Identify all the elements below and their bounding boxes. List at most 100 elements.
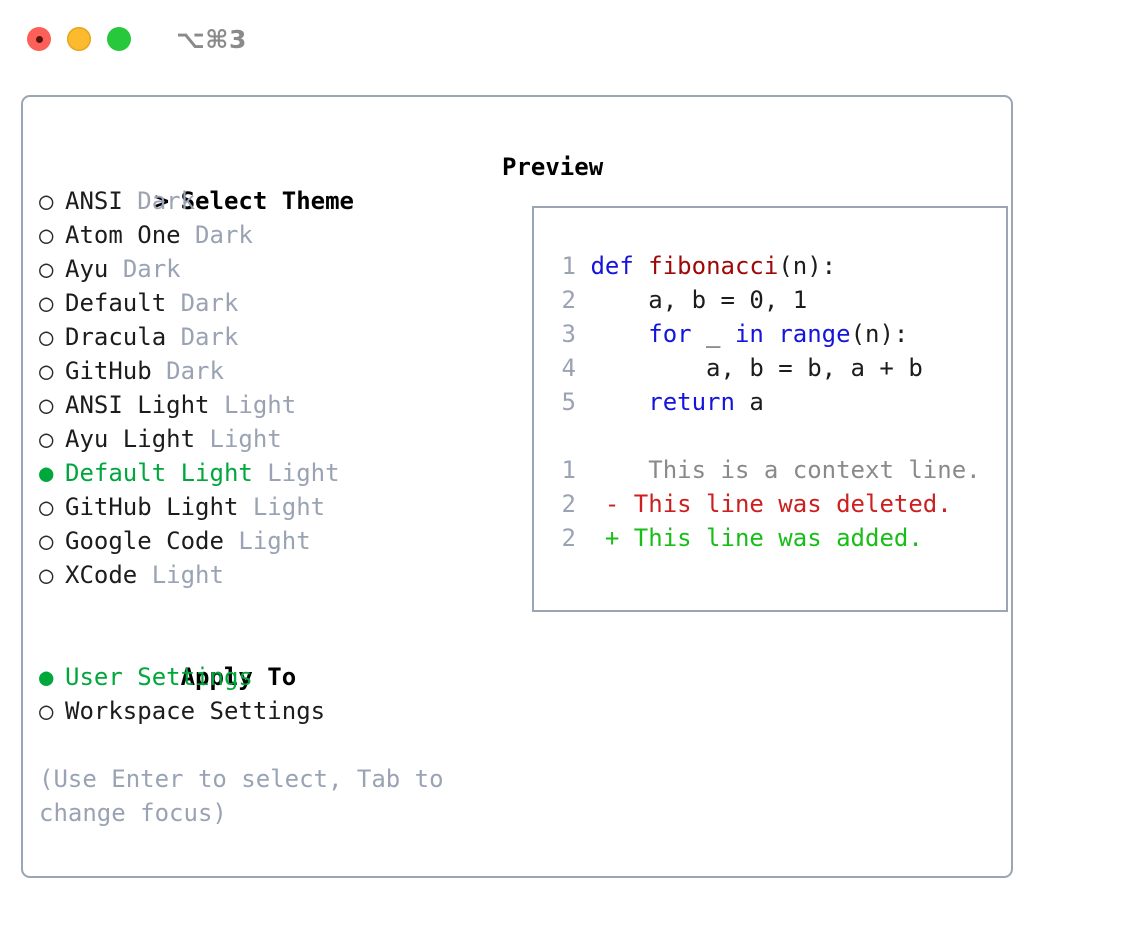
- code-token: [634, 252, 648, 280]
- radio-unselected-icon[interactable]: ○: [39, 323, 54, 351]
- theme-category-tag: Dark: [180, 323, 239, 351]
- radio-unselected-icon[interactable]: ○: [39, 493, 54, 521]
- spacer-1: [39, 592, 499, 626]
- apply-to-heading: Apply To: [39, 626, 499, 691]
- theme-option-label: ANSI: [65, 187, 123, 215]
- theme-option-row[interactable]: ○ ANSI Light Light: [39, 388, 499, 422]
- theme-option-label: Ayu Light: [65, 425, 196, 453]
- theme-option-row[interactable]: ○ Ayu Light Light: [39, 422, 499, 456]
- diff-sample-lines: 1 This is a context line.2 - This line w…: [548, 453, 1000, 555]
- code-token: a, b = 0, 1: [576, 286, 808, 314]
- radio-unselected-icon[interactable]: ○: [39, 187, 54, 215]
- focus-prompt-icon: >: [154, 187, 170, 215]
- diff-marker: -: [604, 490, 620, 518]
- line-number: 1: [561, 456, 576, 484]
- theme-option-row[interactable]: ●Default Light Light: [39, 456, 499, 490]
- radio-unselected-icon[interactable]: ○: [39, 391, 54, 419]
- diff-line: 2 + This line was added.: [548, 521, 1000, 555]
- select-theme-heading-label: Select Theme: [180, 187, 354, 215]
- radio-unselected-icon[interactable]: ○: [39, 289, 54, 317]
- line-number: 5: [561, 388, 576, 416]
- minimize-button[interactable]: [67, 27, 91, 51]
- radio-unselected-icon[interactable]: ○: [39, 357, 54, 385]
- theme-option-label: ANSI Light: [65, 391, 210, 419]
- theme-option-row[interactable]: ○ Dracula Dark: [39, 320, 499, 354]
- theme-option-label: Default: [65, 289, 167, 317]
- code-token: [764, 320, 778, 348]
- maximize-button[interactable]: [107, 27, 131, 51]
- preview-column: Preview 1 def fibonacci(n):2 a, b = 0, 1…: [502, 150, 1008, 612]
- theme-option-row[interactable]: ○ XCode Light: [39, 558, 499, 592]
- code-token: return: [648, 388, 735, 416]
- radio-unselected-icon[interactable]: ○: [39, 221, 54, 249]
- theme-option-label: GitHub: [65, 357, 152, 385]
- code-line: 3 for _ in range(n):: [548, 317, 1000, 351]
- radio-selected-icon[interactable]: ●: [39, 459, 54, 487]
- radio-unselected-icon[interactable]: ○: [39, 697, 54, 725]
- theme-option-label: Google Code: [65, 527, 224, 555]
- line-number: 2: [561, 490, 576, 518]
- label-tag-gap: [123, 187, 137, 215]
- diff-line: 2 - This line was deleted.: [548, 487, 1000, 521]
- close-button[interactable]: [27, 27, 51, 51]
- label-tag-gap: [108, 255, 122, 283]
- line-number: 3: [561, 320, 576, 348]
- label-tag-gap: [166, 289, 180, 317]
- code-token: a: [734, 388, 764, 416]
- theme-category-tag: Light: [223, 391, 297, 419]
- theme-option-label: Dracula: [65, 323, 167, 351]
- theme-option-label: XCode: [65, 561, 138, 589]
- theme-option-row[interactable]: ○ANSI Dark: [39, 184, 499, 218]
- apply-to-option-row[interactable]: ● User Settings: [39, 660, 499, 694]
- code-token: [576, 320, 648, 348]
- apply-to-option-label: User Settings: [65, 663, 253, 691]
- radio-selected-icon[interactable]: ●: [39, 663, 54, 691]
- code-line: 1 def fibonacci(n):: [548, 249, 1000, 283]
- theme-list-column: >Select Theme ○ANSI Dark○Atom One Dark○A…: [39, 150, 499, 830]
- preview-heading-label: Preview: [502, 153, 604, 181]
- theme-option-row[interactable]: ○GitHub Light Light: [39, 490, 499, 524]
- keyboard-shortcut-label: ⌥⌘3: [176, 24, 247, 54]
- theme-option-row[interactable]: ○ Atom One Dark: [39, 218, 499, 252]
- main-panel: >Select Theme ○ANSI Dark○Atom One Dark○A…: [21, 95, 1013, 878]
- code-line: 2 a, b = 0, 1: [548, 283, 1000, 317]
- select-theme-heading: > Select Theme: [39, 150, 499, 215]
- apply-to-option-row[interactable]: ○ Workspace Settings: [39, 694, 499, 728]
- label-tag-gap: [224, 527, 238, 555]
- theme-category-tag: Light: [151, 561, 224, 589]
- label-tag-gap: [253, 459, 267, 487]
- diff-gutter-gap: [576, 456, 605, 484]
- theme-category-tag: Dark: [195, 221, 253, 249]
- diff-marker: +: [604, 524, 620, 552]
- theme-category-tag: Light: [209, 425, 282, 453]
- apply-to-option-label: Workspace Settings: [65, 697, 326, 725]
- line-number: 2: [561, 524, 576, 552]
- radio-unselected-icon[interactable]: ○: [39, 561, 54, 589]
- theme-option-label: Atom One: [65, 221, 181, 249]
- radio-unselected-icon[interactable]: ○: [39, 255, 54, 283]
- code-token: [576, 252, 590, 280]
- hint-line-1: (Use Enter to select, Tab to: [39, 765, 444, 793]
- line-number: 2: [561, 286, 576, 314]
- apply-to-options-list[interactable]: ● User Settings ○ Workspace Settings: [39, 660, 499, 728]
- theme-category-tag: Light: [252, 493, 326, 521]
- code-token: for: [648, 320, 692, 348]
- theme-options-list[interactable]: ○ANSI Dark○Atom One Dark○Ayu Dark○Defaul…: [39, 184, 499, 592]
- diff-gutter-gap: [576, 524, 605, 552]
- theme-option-row[interactable]: ○Ayu Dark: [39, 252, 499, 286]
- radio-unselected-icon[interactable]: ○: [39, 425, 54, 453]
- theme-option-row[interactable]: ○Google Code Light: [39, 524, 499, 558]
- label-tag-gap: [137, 561, 151, 589]
- theme-category-tag: Light: [267, 459, 340, 487]
- code-line: 5 return a: [548, 385, 1000, 419]
- code-token: a, b = b, a + b: [576, 354, 923, 382]
- theme-option-row[interactable]: ○Default Dark: [39, 286, 499, 320]
- theme-option-row[interactable]: ○GitHub Dark: [39, 354, 499, 388]
- radio-unselected-icon[interactable]: ○: [39, 527, 54, 555]
- code-spacer: [548, 419, 1000, 453]
- title-bar: ⌥⌘3: [0, 0, 1140, 78]
- label-tag-gap: [152, 357, 166, 385]
